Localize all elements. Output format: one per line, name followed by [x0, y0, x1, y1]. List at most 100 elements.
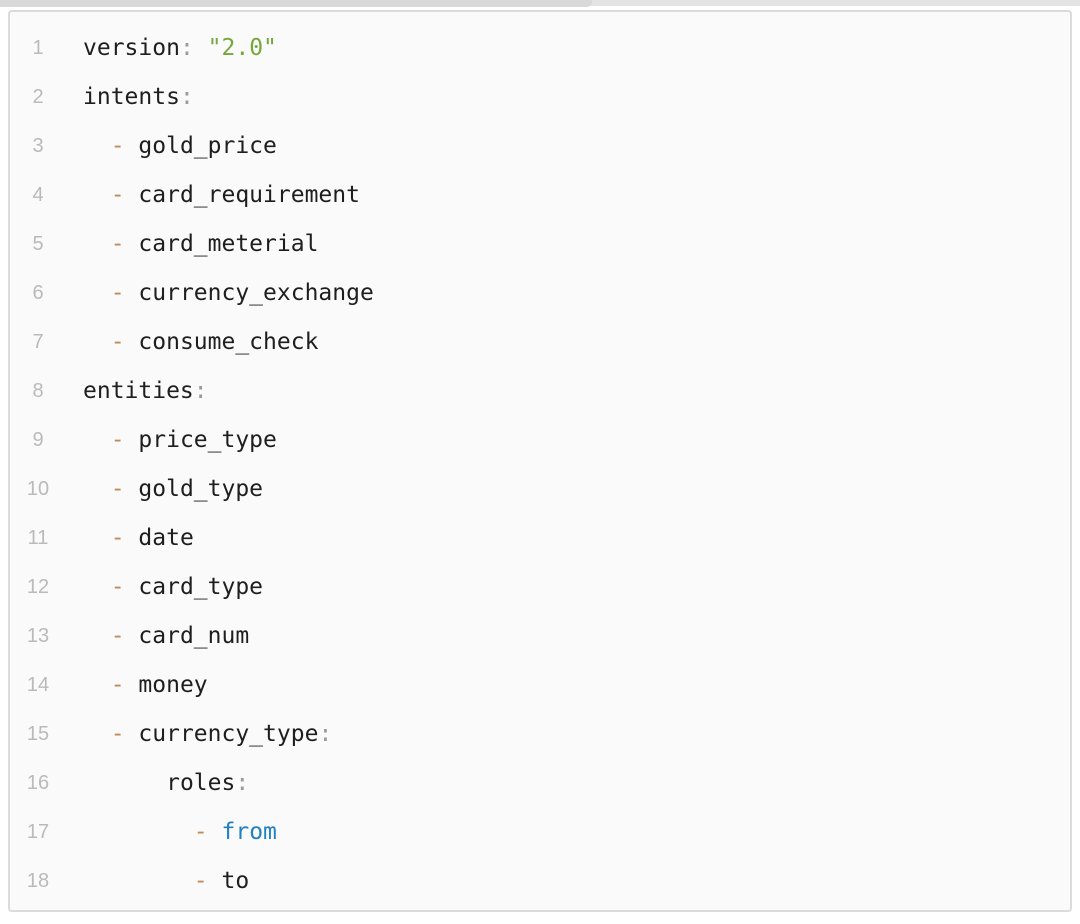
line-number: 5	[32, 233, 44, 255]
code-token-plain: money	[124, 672, 208, 698]
line-number: 8	[32, 380, 44, 402]
code-token-plain: card_requirement	[124, 182, 360, 208]
code-token-dash: -	[110, 133, 125, 159]
line-number: 11	[27, 527, 49, 549]
code-line: 9 - price_type	[10, 416, 1070, 465]
code-token-key: version	[83, 35, 180, 61]
code-line: 16 roles:	[10, 759, 1070, 808]
code-line: 11 - date	[10, 514, 1070, 563]
code-text: version: "2.0"	[83, 24, 277, 73]
code-token-dash: -	[110, 574, 125, 600]
code-token-plain: currency_type	[124, 721, 319, 747]
code-line: 10 - gold_type	[10, 465, 1070, 514]
code-token-plain: currency_exchange	[124, 280, 374, 306]
code-line: 18 - to	[10, 857, 1070, 906]
code-line: 3 - gold_price	[10, 122, 1070, 171]
code-token-plain: date	[124, 525, 194, 551]
line-number: 13	[26, 625, 50, 647]
code-token-plain	[83, 672, 111, 698]
line-number: 7	[32, 331, 44, 353]
code-text: - to	[83, 857, 249, 906]
code-text: - card_num	[83, 612, 249, 661]
code-token-plain: card_meterial	[124, 231, 319, 257]
code-token-dash: -	[110, 672, 125, 698]
code-lines: 1 version: "2.0" 2 intents: 3 - gold_pri…	[10, 24, 1070, 906]
code-text: roles:	[83, 759, 249, 808]
code-line: 17 - from	[10, 808, 1070, 857]
code-token-dash: -	[110, 329, 125, 355]
code-text: - consume_check	[83, 318, 319, 367]
code-line: 7 - consume_check	[10, 318, 1070, 367]
code-token-plain	[83, 574, 111, 600]
code-token-plain	[83, 819, 194, 845]
top-edge-strip-shadow	[0, 0, 592, 7]
code-token-punct: :	[179, 84, 194, 110]
code-line: 4 - card_requirement	[10, 171, 1070, 220]
code-token-plain	[83, 868, 194, 894]
line-number: 12	[26, 576, 50, 598]
code-text: - currency_exchange	[83, 269, 374, 318]
code-token-key: roles	[166, 770, 236, 796]
code-line: 6 - currency_exchange	[10, 269, 1070, 318]
code-line: 2 intents:	[10, 73, 1070, 122]
code-token-plain	[83, 623, 111, 649]
yaml-code-block: 1 version: "2.0" 2 intents: 3 - gold_pri…	[8, 10, 1072, 912]
code-text: - from	[83, 808, 277, 857]
code-text: - currency_type:	[83, 710, 333, 759]
code-token-dash: -	[110, 427, 125, 453]
code-token-punct: :	[193, 378, 208, 404]
code-line: 13 - card_num	[10, 612, 1070, 661]
line-number: 15	[26, 723, 50, 745]
line-number: 2	[32, 86, 44, 108]
code-token-dash: -	[110, 476, 125, 502]
code-text: - card_type	[83, 563, 263, 612]
code-text: - price_type	[83, 416, 277, 465]
code-token-plain	[194, 35, 208, 61]
code-token-plain	[83, 476, 111, 502]
code-token-dash: -	[110, 623, 125, 649]
code-token-dash: -	[193, 868, 208, 894]
code-token-plain	[83, 721, 111, 747]
code-text: - card_requirement	[83, 171, 360, 220]
line-number: 4	[32, 184, 44, 206]
code-token-punct: :	[318, 721, 333, 747]
code-token-plain	[83, 182, 111, 208]
code-token-dash: -	[110, 280, 125, 306]
line-number: 10	[26, 478, 50, 500]
code-line: 15 - currency_type:	[10, 710, 1070, 759]
code-text: - gold_type	[83, 465, 263, 514]
code-text: intents:	[83, 73, 194, 122]
code-token-plain: price_type	[124, 427, 277, 453]
code-token-plain: gold_price	[124, 133, 277, 159]
code-token-plain	[83, 329, 111, 355]
code-token-plain	[83, 133, 111, 159]
code-token-plain: card_num	[124, 623, 250, 649]
code-token-punct: :	[235, 770, 250, 796]
line-number: 18	[26, 870, 50, 892]
code-text: - gold_price	[83, 122, 277, 171]
code-token-key: intents	[83, 84, 180, 110]
line-number: 1	[32, 37, 44, 59]
code-token-dash: -	[193, 819, 208, 845]
code-token-plain	[83, 525, 111, 551]
line-number: 14	[26, 674, 50, 696]
line-number: 6	[32, 282, 44, 304]
code-line: 1 version: "2.0"	[10, 24, 1070, 73]
code-text: - date	[83, 514, 194, 563]
line-number: 16	[26, 772, 50, 794]
code-token-plain	[83, 280, 111, 306]
line-number: 3	[32, 135, 44, 157]
line-number: 17	[26, 821, 50, 843]
code-token-dash: -	[110, 231, 125, 257]
code-token-plain: gold_type	[124, 476, 264, 502]
code-token-key: entities	[83, 378, 194, 404]
code-token-plain	[83, 427, 111, 453]
code-line: 14 - money	[10, 661, 1070, 710]
code-line: 8 entities:	[10, 367, 1070, 416]
code-token-keyword: from	[221, 819, 277, 845]
code-token-dash: -	[110, 525, 125, 551]
code-token-plain: card_type	[124, 574, 264, 600]
code-line: 5 - card_meterial	[10, 220, 1070, 269]
code-token-plain	[83, 231, 111, 257]
